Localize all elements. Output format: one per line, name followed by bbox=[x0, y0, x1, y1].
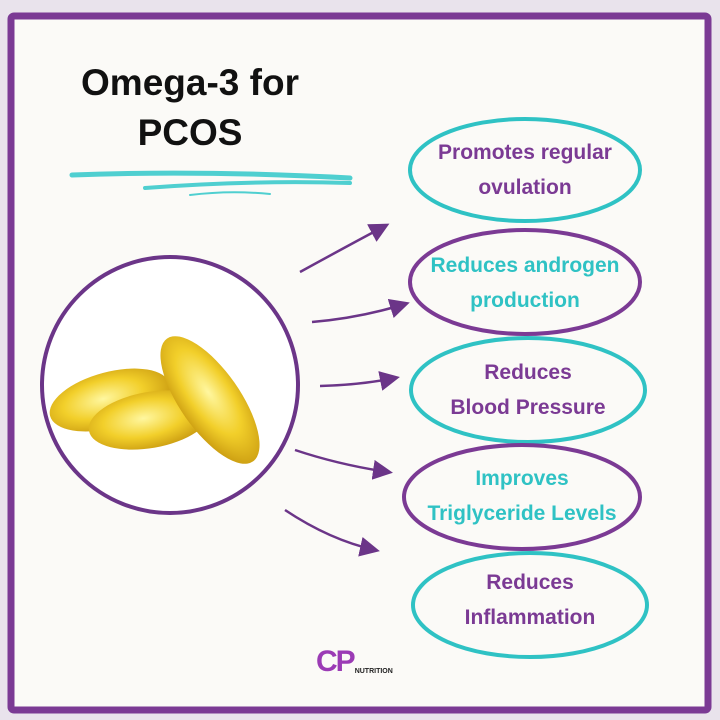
cp-nutrition-logo: CP NUTRITION bbox=[316, 645, 393, 678]
benefit-line: Blood Pressure bbox=[450, 396, 606, 419]
benefit-line: Reduces bbox=[486, 571, 574, 594]
title-line: PCOS bbox=[137, 112, 243, 153]
benefit-line: Promotes regular bbox=[438, 141, 612, 164]
benefit-line: Inflammation bbox=[464, 606, 596, 629]
logo-sub: NUTRITION bbox=[354, 668, 393, 675]
frame bbox=[7, 12, 712, 714]
benefit-rings bbox=[402, 117, 649, 659]
capsule-image bbox=[40, 255, 300, 515]
benefit-inflammation: Reduces Inflammation bbox=[415, 565, 645, 635]
title-underline-scribble bbox=[69, 170, 353, 196]
benefit-line: ovulation bbox=[478, 176, 572, 199]
benefit-androgen: Reduces androgen production bbox=[410, 248, 640, 318]
arrows bbox=[284, 223, 410, 557]
benefit-triglycerides: Improves Triglyceride Levels bbox=[402, 461, 642, 531]
title-line: Omega-3 for bbox=[81, 62, 299, 103]
benefit-line: production bbox=[470, 289, 580, 312]
logo-main: CP bbox=[316, 645, 356, 678]
page-title: Omega-3 for PCOS bbox=[60, 58, 320, 158]
benefit-line: Reduces bbox=[484, 361, 572, 384]
benefit-ovulation: Promotes regular ovulation bbox=[410, 135, 640, 205]
benefit-blood-pressure: Reduces Blood Pressure bbox=[413, 355, 643, 425]
benefit-line: Reduces androgen bbox=[430, 254, 620, 277]
benefit-line: Improves bbox=[475, 467, 569, 490]
benefit-line: Triglyceride Levels bbox=[427, 502, 617, 525]
